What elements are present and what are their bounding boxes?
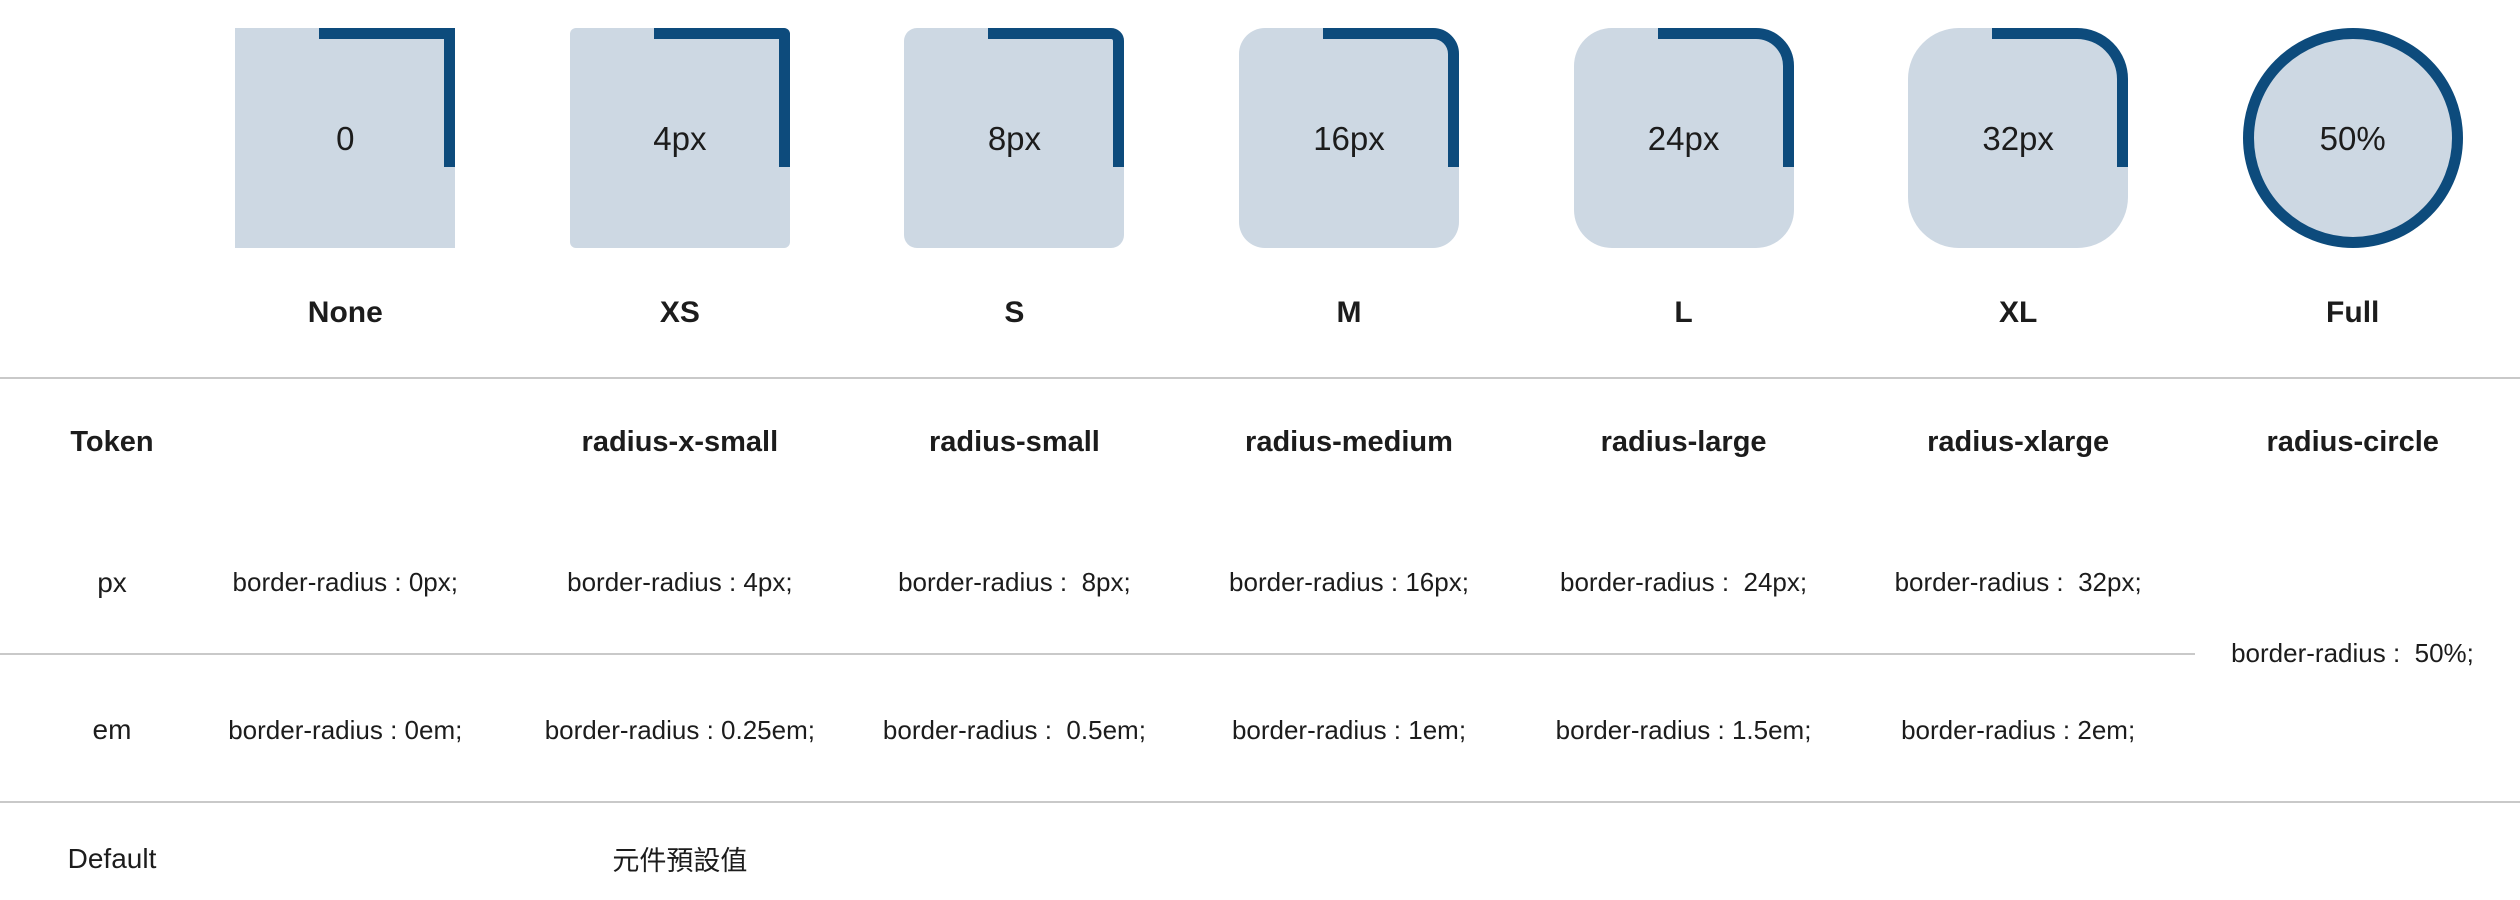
- radius-swatch-s: 8px: [904, 28, 1125, 248]
- swatch-value: 50%: [2319, 119, 2386, 157]
- em-cell-xs: border-radius : 0.25em;: [544, 714, 815, 745]
- default-cell-full-empty: [2185, 803, 2520, 900]
- px-cell-xs: border-radius : 4px;: [567, 567, 793, 597]
- default-cell-s-empty: [847, 803, 1182, 900]
- token-cell-full: radius-circle: [2266, 426, 2439, 458]
- px-cell-none: border-radius : 0px;: [232, 567, 458, 597]
- token-cell-l: radius-large: [1600, 426, 1767, 458]
- em-cell-xl: border-radius : 2em;: [1901, 714, 2136, 745]
- swatch-cell-none: 0 None: [178, 0, 513, 377]
- corner-radius-indicator-icon: [653, 28, 790, 167]
- em-cell-s: border-radius : 0.5em;: [882, 714, 1146, 745]
- swatch-value: 8px: [987, 119, 1042, 157]
- row-header-default: Default: [67, 842, 157, 874]
- swatch-value: 4px: [653, 119, 707, 157]
- row-header-px: px: [97, 566, 127, 598]
- default-cell-m-empty: [1182, 803, 1517, 900]
- size-label: L: [1674, 296, 1693, 329]
- em-cell-m: border-radius : 1em;: [1231, 714, 1467, 745]
- token-cell-xl: radius-xlarge: [1927, 426, 2110, 458]
- corner-radius-indicator-icon: [319, 28, 456, 167]
- swatch-value: 16px: [1313, 119, 1385, 157]
- swatch-cell-xs: 4px XS: [513, 0, 848, 377]
- swatch-cell-full: 50% Full: [2185, 0, 2520, 377]
- circle-merged-value-cell: border-radius : 50%;: [2231, 638, 2474, 668]
- swatch-cell-s: 8px S: [847, 0, 1182, 377]
- swatch-cell-m: 16px M: [1182, 0, 1517, 377]
- px-cell-s: border-radius : 8px;: [898, 567, 1131, 597]
- size-label: XL: [1998, 296, 2038, 329]
- radius-swatch-full-circle: 50%: [2242, 28, 2463, 248]
- default-cell-xs: 元件預設值: [612, 846, 748, 876]
- size-label: XS: [659, 296, 700, 329]
- swatch-cell-l: 24px L: [1516, 0, 1851, 377]
- em-cell-none: border-radius : 0em;: [228, 714, 463, 745]
- default-row: Default 元件預設值: [0, 801, 2520, 900]
- default-cell-l-empty: [1516, 803, 1851, 900]
- token-cell-s: radius-small: [929, 426, 1100, 458]
- corner-radius-indicator-icon: [1992, 28, 2129, 167]
- em-cell-l: border-radius : 1.5em;: [1555, 714, 1812, 745]
- radius-swatch-m: 16px: [1238, 28, 1459, 248]
- radius-swatch-l: 24px: [1573, 28, 1794, 248]
- em-row: em border-radius : 0em; border-radius : …: [0, 653, 2520, 801]
- size-label: M: [1336, 296, 1362, 329]
- default-cell-none-empty: [178, 803, 513, 900]
- radius-preview-row: 0 None 4px XS 8px S: [0, 0, 2520, 377]
- size-label: Full: [2326, 296, 2380, 329]
- em-cell-full-empty: [2185, 653, 2520, 801]
- radius-swatch-xs: 4px: [569, 28, 790, 248]
- default-cell-xl-empty: [1851, 803, 2186, 900]
- swatch-value: 0: [336, 119, 355, 157]
- swatch-value: 24px: [1647, 119, 1720, 157]
- token-cell-xs: radius-x-small: [581, 426, 779, 458]
- divider-line-px-em: [0, 653, 2195, 655]
- swatch-value: 32px: [1982, 119, 2054, 157]
- radius-swatch-none: 0: [235, 28, 456, 248]
- token-row: Token radius-x-small radius-small radius…: [0, 377, 2520, 506]
- gutter-cell: [0, 0, 178, 377]
- radius-swatch-xl: 32px: [1908, 28, 2129, 248]
- token-cell-none: [178, 379, 513, 506]
- px-cell-m: border-radius : 16px;: [1229, 567, 1469, 597]
- corner-radius-indicator-icon: [988, 28, 1125, 167]
- swatch-cell-xl: 32px XL: [1851, 0, 2186, 377]
- token-cell-m: radius-medium: [1245, 426, 1453, 458]
- px-cell-l: border-radius : 24px;: [1559, 567, 1808, 597]
- px-cell-xl: border-radius : 32px;: [1894, 567, 2142, 597]
- size-label: S: [1004, 296, 1025, 329]
- px-cell-full-empty: [2185, 506, 2520, 653]
- size-label: None: [307, 296, 383, 329]
- row-header-em: em: [92, 714, 132, 745]
- px-row: px border-radius : 0px; border-radius : …: [0, 506, 2520, 653]
- corner-radius-indicator-icon: [1657, 28, 1794, 167]
- corner-radius-indicator-icon: [1322, 28, 1459, 167]
- row-header-token: Token: [70, 426, 154, 458]
